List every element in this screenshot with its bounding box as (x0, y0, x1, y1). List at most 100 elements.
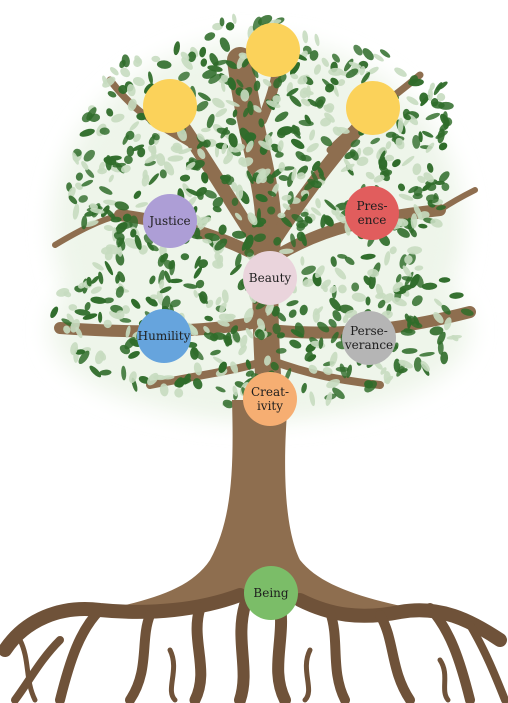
leaf-dark (257, 217, 267, 225)
leaf-dark (310, 170, 319, 184)
leaf-light (68, 304, 78, 311)
leaf-light (367, 66, 379, 75)
leaf-light (282, 203, 291, 211)
leaf-light (116, 244, 123, 257)
leaf-dark (328, 318, 337, 328)
node-humility: Humility (137, 309, 191, 363)
leaf-light (135, 202, 149, 208)
leaf-dark (98, 271, 104, 285)
leaf-light (404, 255, 413, 265)
leaf-dark (360, 253, 376, 260)
leaf-dark (395, 274, 402, 283)
leaf-light (391, 297, 407, 307)
leaf-dark (132, 144, 145, 152)
leaf-light (196, 133, 205, 142)
leaf-dark (214, 238, 228, 251)
leaf-dark (438, 142, 448, 151)
leaf-dark (267, 190, 277, 197)
leaf-dark (107, 91, 117, 98)
leaf-dark (410, 229, 417, 238)
leaf-light (325, 103, 335, 112)
leaf-light (309, 391, 316, 407)
leaf-light (245, 327, 254, 339)
leaf-light (380, 367, 387, 375)
leaf-dark (89, 365, 102, 378)
leaf-dark (204, 32, 216, 41)
leaf-light (212, 260, 224, 269)
leaf-light (151, 144, 157, 160)
leaf-dark (104, 260, 114, 276)
leaf-light (394, 67, 407, 77)
leaf-light (101, 246, 113, 255)
leaf-light (68, 186, 76, 199)
node-sun-right (346, 81, 400, 135)
leaf-light (266, 100, 281, 108)
leaf-light (410, 213, 418, 229)
leaf-light (142, 169, 148, 180)
leaf-dark (421, 282, 438, 290)
leaf-dark (148, 71, 153, 84)
leaf-dark (300, 154, 312, 162)
leaf-light (272, 95, 281, 103)
leaf-dark (195, 100, 209, 112)
leaf-dark (225, 60, 238, 70)
leaf-dark (117, 237, 125, 248)
leaf-dark (286, 87, 299, 97)
leaf-light (402, 265, 412, 278)
leaf-dark (85, 168, 95, 178)
leaf-dark (449, 292, 464, 299)
leaf-dark (344, 256, 355, 265)
leaf-light (156, 153, 166, 167)
node-justice-label: Justice (149, 214, 191, 228)
leaf-dark (230, 325, 239, 335)
leaf-light (436, 92, 446, 102)
leaf-dark (78, 350, 90, 365)
leaf-light (245, 140, 254, 153)
leaf-dark (290, 329, 304, 338)
leaf-dark (169, 299, 181, 308)
leaf-light (240, 89, 250, 102)
leaf-light (351, 292, 367, 302)
leaf-light (266, 305, 274, 316)
leaf-dark (309, 50, 319, 61)
leaf-light (291, 168, 297, 181)
leaf-light (332, 126, 342, 136)
leaf-light (326, 379, 340, 389)
leaf-dark (441, 182, 450, 191)
leaf-light (425, 142, 435, 153)
leaf-light (375, 292, 386, 299)
leaf-light (181, 57, 193, 70)
leaf-light (343, 158, 354, 171)
leaf-dark (276, 129, 286, 139)
leaf-dark (128, 350, 140, 359)
leaf-light (84, 220, 99, 227)
leaf-dark (131, 298, 141, 309)
node-perseverance-label: Perse- verance (344, 324, 394, 352)
leaf-light (256, 318, 266, 331)
leaf-light (193, 362, 202, 376)
leaf-light (232, 13, 237, 24)
leaf-light (203, 326, 210, 334)
leaf-dark (318, 173, 326, 181)
leaf-dark (363, 275, 371, 286)
leaf-dark (134, 234, 142, 250)
leaf-light (121, 305, 130, 314)
leaf-light (395, 137, 405, 150)
leaf-dark (50, 306, 59, 319)
leaf-dark (300, 193, 309, 202)
leaf-dark (82, 313, 98, 320)
leaf-light (396, 218, 409, 227)
leaf-dark (126, 145, 135, 157)
leaf-dark (289, 339, 302, 349)
leaf-dark (258, 118, 265, 128)
leaf-light (300, 98, 311, 107)
leaf-dark (332, 387, 345, 400)
leaf-dark (191, 348, 204, 361)
leaf-dark (75, 172, 83, 181)
leaf-dark (353, 44, 363, 56)
leaf-light (167, 155, 184, 162)
leaf-dark (212, 197, 224, 208)
leaf-dark (330, 77, 339, 86)
leaf-dark (99, 127, 110, 135)
leaf-dark (169, 260, 176, 276)
